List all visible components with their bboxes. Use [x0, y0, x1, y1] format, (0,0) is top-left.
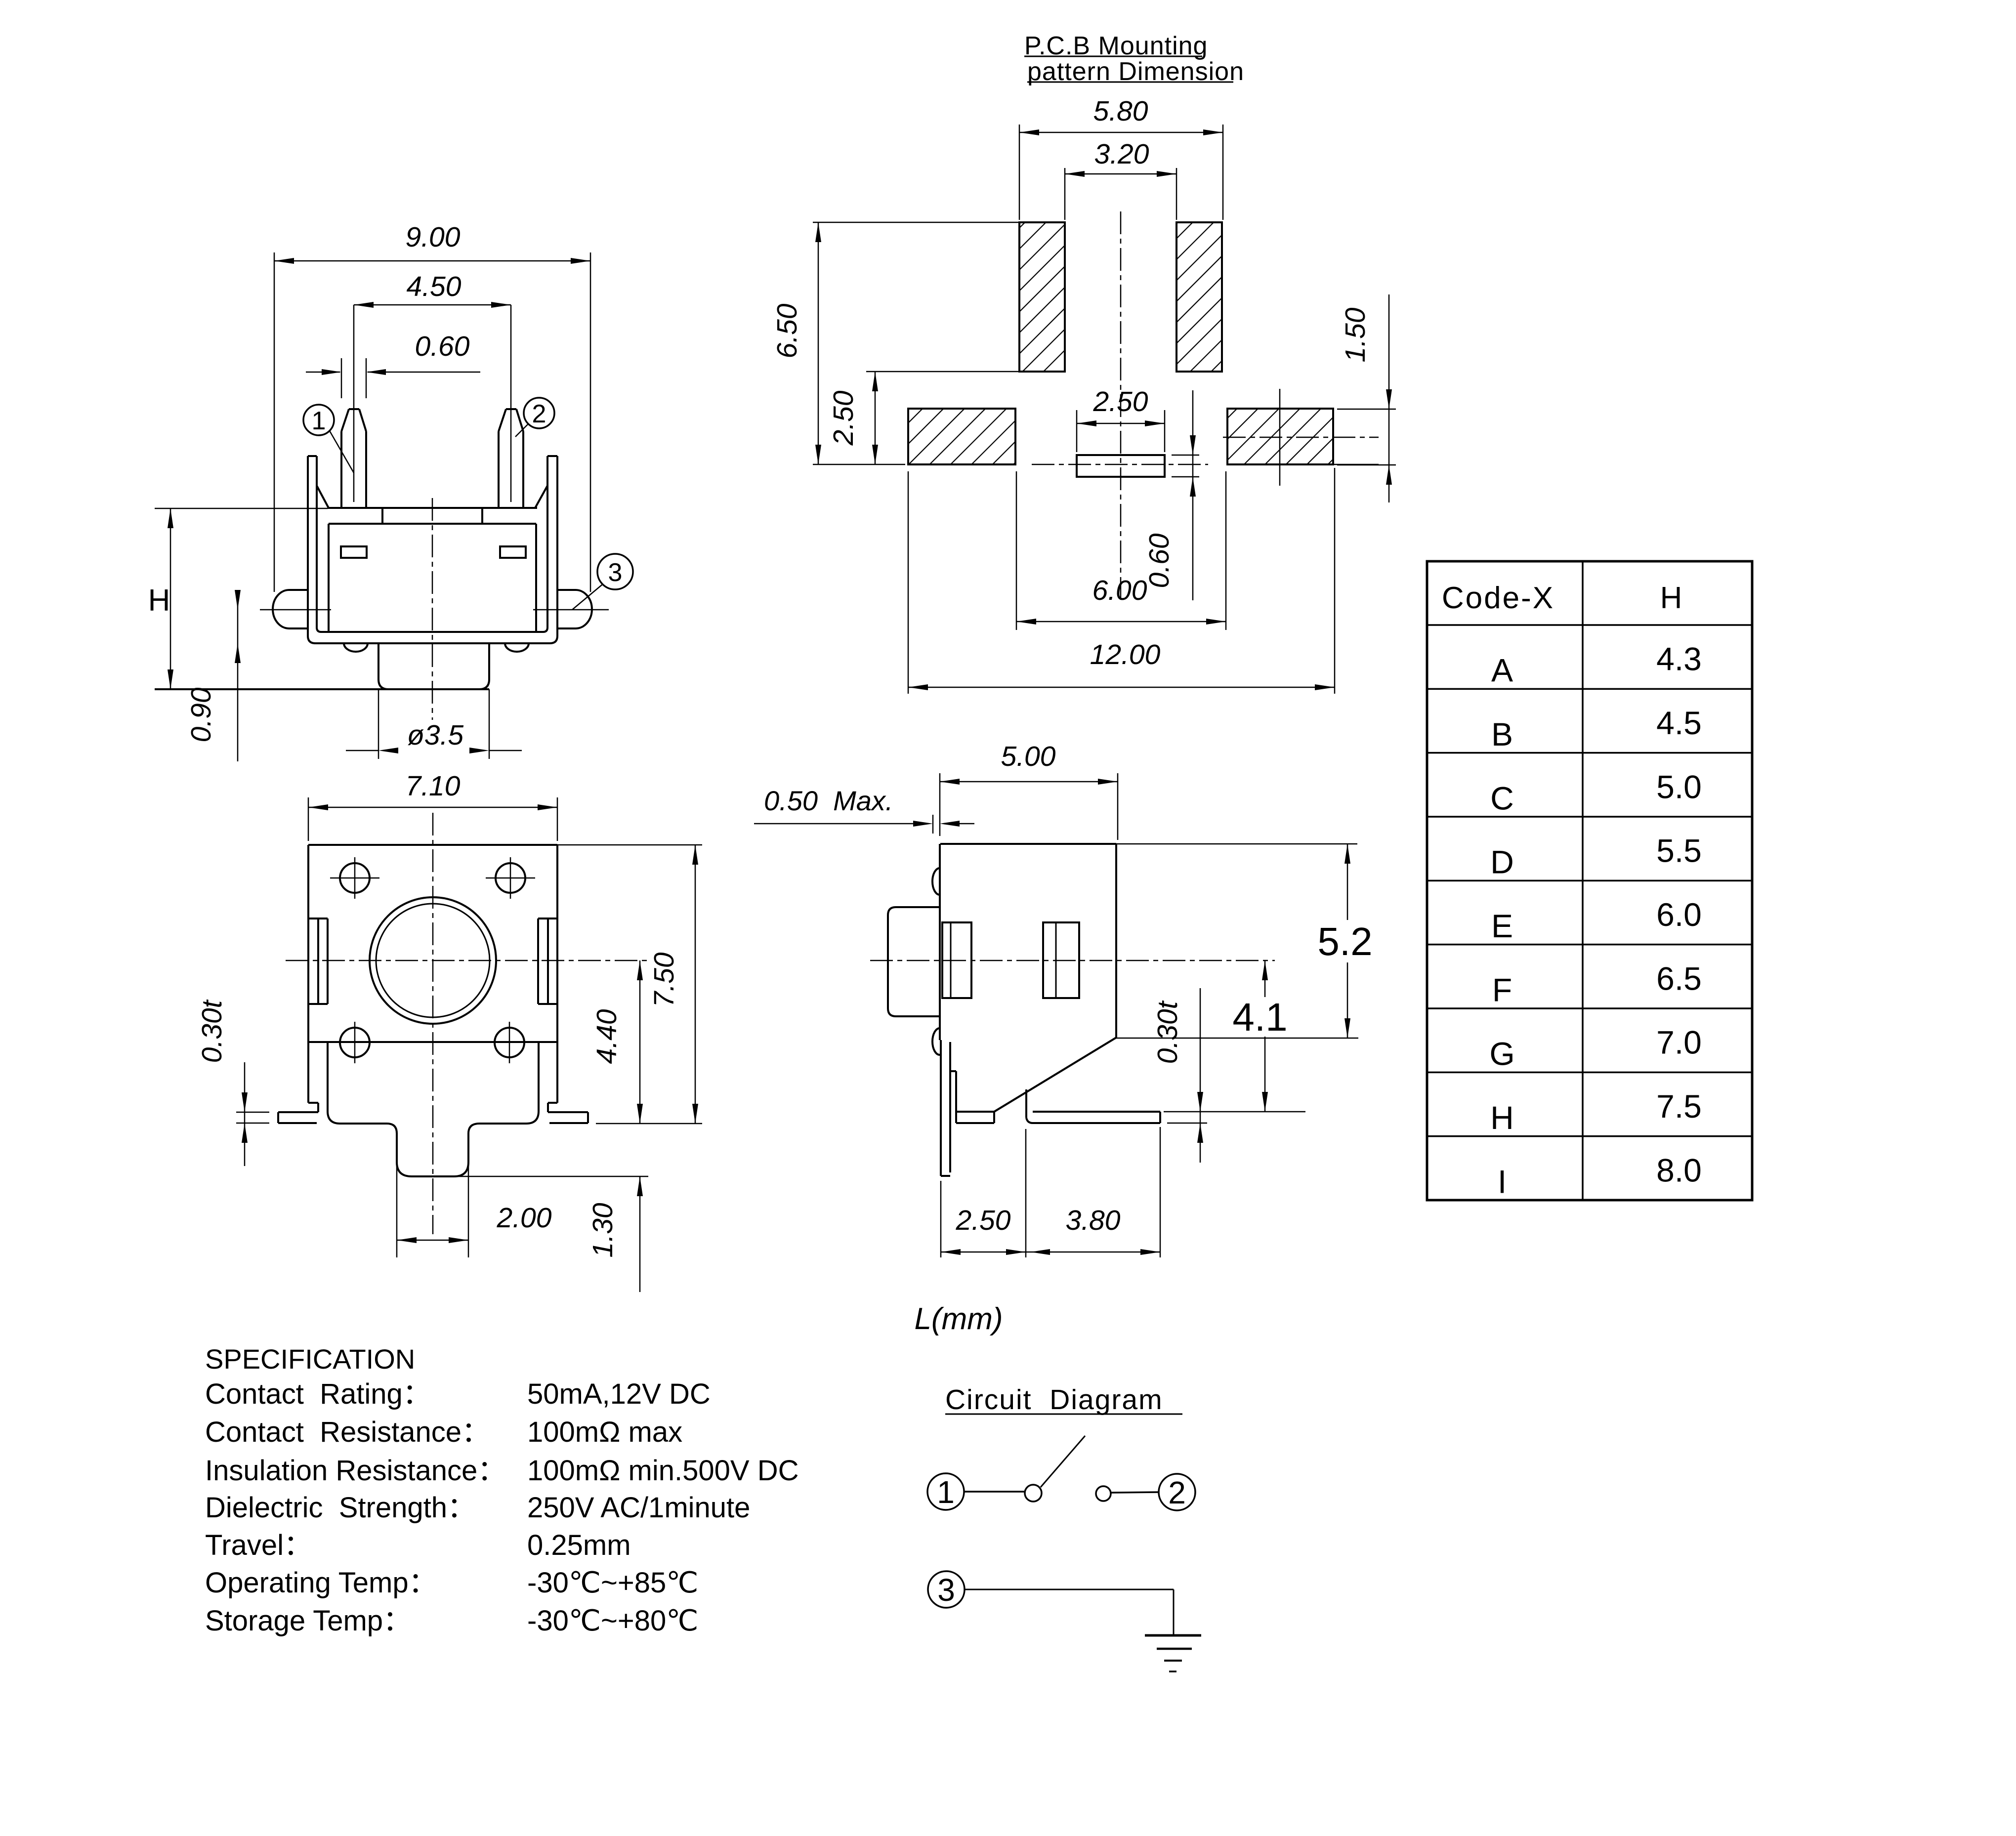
svg-text:F: F — [1492, 971, 1512, 1008]
svg-text:H: H — [1490, 1099, 1514, 1136]
svg-text:6.5: 6.5 — [1656, 960, 1702, 997]
svg-text:2: 2 — [532, 400, 546, 428]
svg-text:4.40: 4.40 — [591, 1009, 623, 1064]
svg-text:pattern Dimension: pattern Dimension — [1027, 57, 1244, 86]
svg-text:100mΩ min.500V DC: 100mΩ min.500V DC — [527, 1455, 798, 1487]
svg-text:0.50 Max.: 0.50 Max. — [764, 785, 893, 816]
svg-text:E: E — [1491, 908, 1513, 944]
svg-text:4.50: 4.50 — [407, 271, 462, 302]
svg-text:7.50: 7.50 — [648, 952, 680, 1007]
svg-text:A: A — [1491, 652, 1513, 689]
svg-text:3.80: 3.80 — [1066, 1205, 1121, 1236]
svg-text:3.20: 3.20 — [1094, 138, 1149, 170]
svg-text:SPECIFICATION: SPECIFICATION — [205, 1343, 415, 1375]
svg-text:4.3: 4.3 — [1656, 641, 1702, 677]
svg-text:2.50: 2.50 — [828, 390, 859, 446]
svg-text:0.60: 0.60 — [415, 331, 470, 362]
svg-text:2.50: 2.50 — [956, 1205, 1011, 1236]
svg-text:1.50: 1.50 — [1340, 307, 1371, 362]
svg-text:P.C.B Mounting: P.C.B Mounting — [1024, 32, 1208, 60]
svg-text:Contact Resistance：: Contact Resistance： — [205, 1416, 490, 1448]
svg-text:Code-X: Code-X — [1442, 581, 1554, 615]
svg-text:L(mm): L(mm) — [914, 1302, 1003, 1336]
svg-text:C: C — [1490, 780, 1514, 816]
svg-text:Circuit Diagram: Circuit Diagram — [945, 1384, 1163, 1416]
svg-text:Dielectric Strength：: Dielectric Strength： — [205, 1492, 476, 1524]
svg-text:G: G — [1489, 1036, 1514, 1072]
svg-text:1: 1 — [937, 1474, 955, 1510]
svg-text:2.50: 2.50 — [1093, 386, 1148, 417]
svg-text:H: H — [148, 584, 170, 618]
svg-text:Insulation Resistance：: Insulation Resistance： — [205, 1455, 506, 1487]
svg-text:0.25mm: 0.25mm — [527, 1529, 631, 1561]
svg-text:4.1: 4.1 — [1232, 995, 1287, 1039]
svg-text:-30℃~+80℃: -30℃~+80℃ — [527, 1605, 698, 1637]
svg-text:2: 2 — [1168, 1475, 1186, 1510]
svg-text:5.80: 5.80 — [1093, 95, 1148, 127]
svg-text:D: D — [1490, 844, 1514, 880]
svg-text:ø3.5: ø3.5 — [407, 719, 463, 751]
svg-text:7.10: 7.10 — [406, 770, 461, 802]
svg-text:3: 3 — [937, 1572, 955, 1608]
svg-text:0.30t: 0.30t — [196, 999, 228, 1063]
svg-text:7.5: 7.5 — [1656, 1088, 1702, 1125]
svg-text:Contact Rating：: Contact Rating： — [205, 1378, 431, 1410]
svg-text:5.00: 5.00 — [1001, 741, 1056, 772]
svg-text:-30℃~+85℃: -30℃~+85℃ — [527, 1567, 698, 1599]
svg-text:250V AC/1minute: 250V AC/1minute — [527, 1492, 750, 1524]
svg-text:Storage Temp：: Storage Temp： — [205, 1605, 412, 1637]
svg-text:50mA,12V DC: 50mA,12V DC — [527, 1378, 711, 1410]
svg-text:4.5: 4.5 — [1656, 705, 1702, 741]
svg-text:0.30t: 0.30t — [1152, 1000, 1183, 1064]
svg-text:100mΩ max: 100mΩ max — [527, 1416, 682, 1448]
svg-text:0.60: 0.60 — [1143, 533, 1175, 588]
svg-text:5.5: 5.5 — [1656, 833, 1702, 869]
svg-text:6.00: 6.00 — [1092, 575, 1147, 606]
svg-text:I: I — [1498, 1163, 1507, 1200]
svg-text:1: 1 — [312, 407, 326, 435]
svg-text:8.0: 8.0 — [1656, 1152, 1702, 1188]
svg-text:6.50: 6.50 — [771, 303, 803, 358]
svg-text:B: B — [1491, 716, 1513, 752]
svg-text:5.0: 5.0 — [1656, 768, 1702, 805]
svg-text:0.90: 0.90 — [185, 687, 217, 742]
svg-text:Operating Temp：: Operating Temp： — [205, 1567, 437, 1599]
svg-text:6.0: 6.0 — [1656, 896, 1702, 933]
svg-text:9.00: 9.00 — [406, 221, 461, 253]
svg-text:2.00: 2.00 — [497, 1202, 552, 1234]
svg-text:H: H — [1660, 581, 1682, 615]
svg-text:3: 3 — [608, 558, 623, 587]
svg-text:5.2: 5.2 — [1317, 919, 1372, 963]
svg-text:12.00: 12.00 — [1090, 639, 1161, 670]
svg-text:Travel：: Travel： — [205, 1529, 312, 1561]
svg-text:7.0: 7.0 — [1656, 1024, 1702, 1061]
svg-text:1.30: 1.30 — [587, 1203, 619, 1257]
